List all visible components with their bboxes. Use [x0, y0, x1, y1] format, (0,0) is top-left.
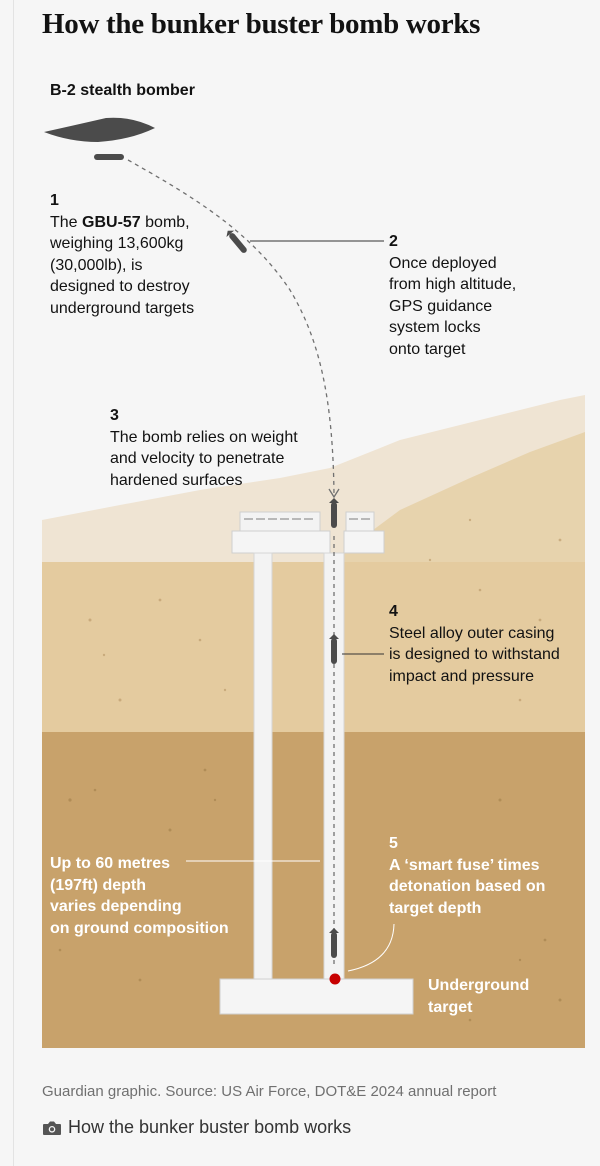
page-title: How the bunker buster bomb works	[42, 8, 481, 40]
source-credit: Guardian graphic. Source: US Air Force, …	[42, 1083, 497, 1100]
b2-bomber-icon	[44, 117, 155, 142]
step-4-annotation: 4 Steel alloy outer casing is designed t…	[389, 603, 560, 685]
bomb-icon-bottom	[329, 928, 339, 958]
bomb-icon-midway	[329, 634, 339, 664]
bomb-under-bomber	[94, 154, 124, 160]
soil-texture	[88, 518, 562, 702]
step-1-annotation: 1 The GBU-57 bomb, weighing 13,600kg (30…	[50, 192, 195, 317]
camera-icon	[43, 1121, 61, 1135]
step-3-annotation: 3 The bomb relies on weight and velocity…	[110, 407, 298, 489]
bunker-structure	[219, 511, 414, 1015]
step-5-annotation: 5 A ‘smart fuse’ times detonation based …	[389, 835, 546, 917]
target-annotation: Underground target	[428, 977, 530, 1016]
step-2-annotation: 2 Once deployed from high altitude, GPS …	[389, 233, 517, 358]
deep-soil-texture	[58, 768, 562, 1022]
middle-soil-layer	[42, 562, 585, 732]
trajectory-arrow	[328, 488, 340, 499]
caption-text: How the bunker buster bomb works	[68, 1117, 352, 1137]
leader-line-5	[347, 923, 395, 972]
bomb-trajectory	[127, 159, 335, 496]
fuse-dot-icon	[329, 973, 341, 985]
bomber-label: B-2 stealth bomber	[50, 82, 195, 99]
bomb-icon-entry	[329, 498, 339, 528]
depth-annotation: Up to 60 metres (197ft) depth varies dep…	[50, 855, 229, 937]
image-caption: How the bunker buster bomb works	[42, 1117, 351, 1138]
page-divider	[13, 0, 14, 1166]
